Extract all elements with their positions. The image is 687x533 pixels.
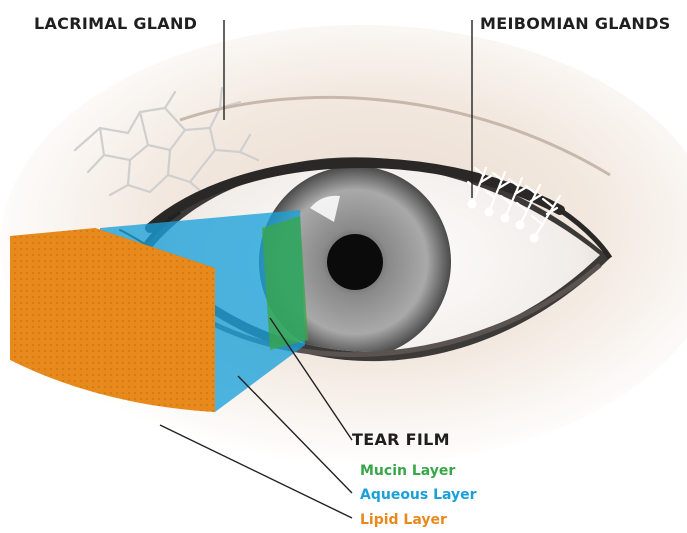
mucin-layer-label: Mucin Layer <box>360 463 455 479</box>
meibomian-glands-label: MEIBOMIAN GLANDS <box>480 14 671 33</box>
tear-film-label: TEAR FILM <box>352 430 450 449</box>
mucin-layer-shape <box>262 216 308 350</box>
lacrimal-gland-label: LACRIMAL GLAND <box>34 14 197 33</box>
aqueous-layer-label: Aqueous Layer <box>360 487 477 503</box>
pupil <box>327 234 383 290</box>
lipid-layer-label: Lipid Layer <box>360 512 447 528</box>
